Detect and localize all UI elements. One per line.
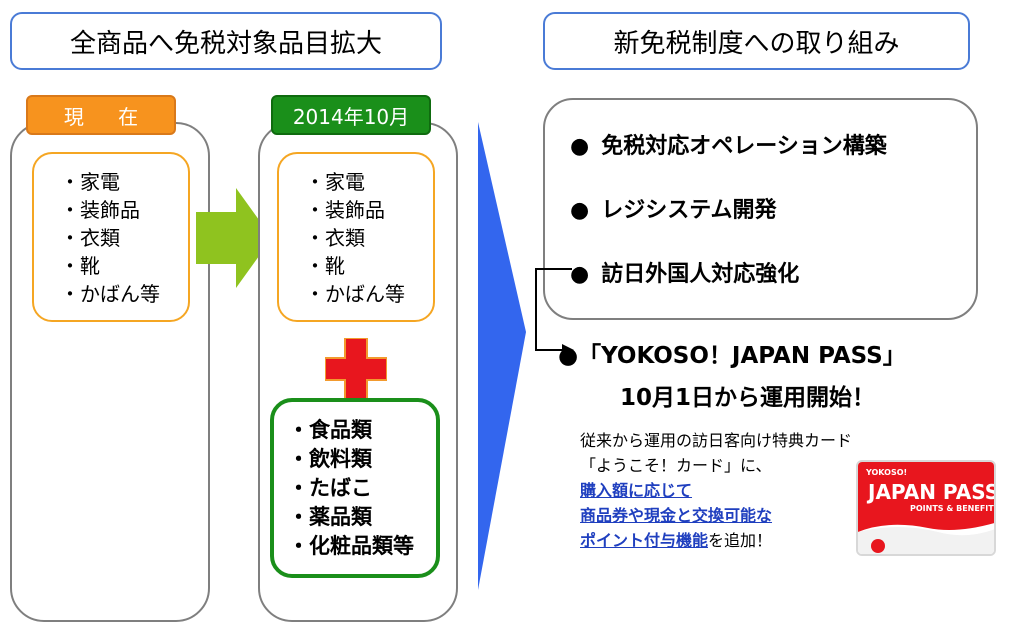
green-arrow-icon <box>196 188 272 288</box>
card-sub-text: POINTS & BENEFITS <box>910 504 996 513</box>
blue-chevron-icon <box>478 122 526 590</box>
new-item: ・薬品類 <box>288 505 372 529</box>
current-item: ・靴 <box>60 254 100 278</box>
bullet-icon: ● <box>570 134 590 159</box>
current-item: ・衣類 <box>60 226 120 250</box>
future-tab: 2014年10月 <box>271 95 431 135</box>
current-item: ・装飾品 <box>60 198 140 222</box>
card-main-text: JAPAN PASS <box>868 480 996 504</box>
new-item: ・たばこ <box>288 476 372 500</box>
future-item: ・かばん等 <box>305 282 405 306</box>
new-item: ・飲料類 <box>288 447 372 471</box>
pass-headline: ●「YOKOSO！JAPAN PASS」 <box>558 343 906 369</box>
pass-desc-line: 従来から運用の訪日客向け特典カード <box>580 431 853 450</box>
new-item: ・食品類 <box>288 418 372 442</box>
right-title: 新免税制度への取り組み <box>613 28 900 59</box>
future-item: ・衣類 <box>305 226 365 250</box>
new-items-box: ・食品類 ・飲料類 ・たばこ ・薬品類 ・化粧品類等 <box>270 398 440 578</box>
left-title: 全商品へ免税対象品目拡大 <box>69 28 382 59</box>
current-tab: 現 在 <box>26 95 176 135</box>
card-top-text: YOKOSO! <box>866 468 908 477</box>
connector-arrow-icon <box>535 268 574 356</box>
pass-description: 従来から運用の訪日客向け特典カード 「ようこそ！カード」に、 購入額に応じて 商… <box>580 428 852 553</box>
current-tab-label: 現 在 <box>63 104 153 129</box>
pass-link-1[interactable]: 購入額に応じて <box>580 481 693 500</box>
current-item: ・家電 <box>60 170 120 194</box>
future-item: ・装飾品 <box>305 198 385 222</box>
initiative-item: ● 免税対応オペレーション構築 <box>570 128 887 160</box>
new-item: ・化粧品類等 <box>288 534 414 558</box>
pass-tail: を追加！ <box>708 531 773 550</box>
future-item: ・靴 <box>305 254 345 278</box>
pass-link-2[interactable]: 商品券や現金と交換可能な <box>580 506 773 525</box>
future-tab-label: 2014年10月 <box>292 104 410 129</box>
initiative-item: ● レジシステム開発 <box>570 192 777 224</box>
current-item: ・かばん等 <box>60 282 160 306</box>
initiatives-box <box>543 98 978 320</box>
bullet-icon: ● <box>570 262 590 287</box>
pass-desc-line: 「ようこそ！カード」に、 <box>580 456 772 475</box>
initiative-label: レジシステム開発 <box>601 198 777 223</box>
pass-date: 10月1日から運用開始！ <box>620 385 876 411</box>
japan-pass-card: YOKOSO! JAPAN PASS POINTS & BENEFITS <box>856 460 996 556</box>
initiative-label: 免税対応オペレーション構築 <box>601 134 887 159</box>
future-item: ・家電 <box>305 170 365 194</box>
right-title-box: 新免税制度への取り組み <box>543 12 970 70</box>
plus-icon <box>325 338 387 400</box>
current-items-box: ・家電 ・装飾品 ・衣類 ・靴 ・かばん等 <box>32 152 190 322</box>
pass-link-3[interactable]: ポイント付与機能 <box>580 531 709 550</box>
left-title-box: 全商品へ免税対象品目拡大 <box>10 12 442 70</box>
japan-pass-card-art <box>858 462 994 554</box>
future-items-box: ・家電 ・装飾品 ・衣類 ・靴 ・かばん等 <box>277 152 435 322</box>
initiative-item: ● 訪日外国人対応強化 <box>570 256 799 288</box>
initiative-label: 訪日外国人対応強化 <box>601 262 800 287</box>
bullet-icon: ● <box>570 198 590 223</box>
